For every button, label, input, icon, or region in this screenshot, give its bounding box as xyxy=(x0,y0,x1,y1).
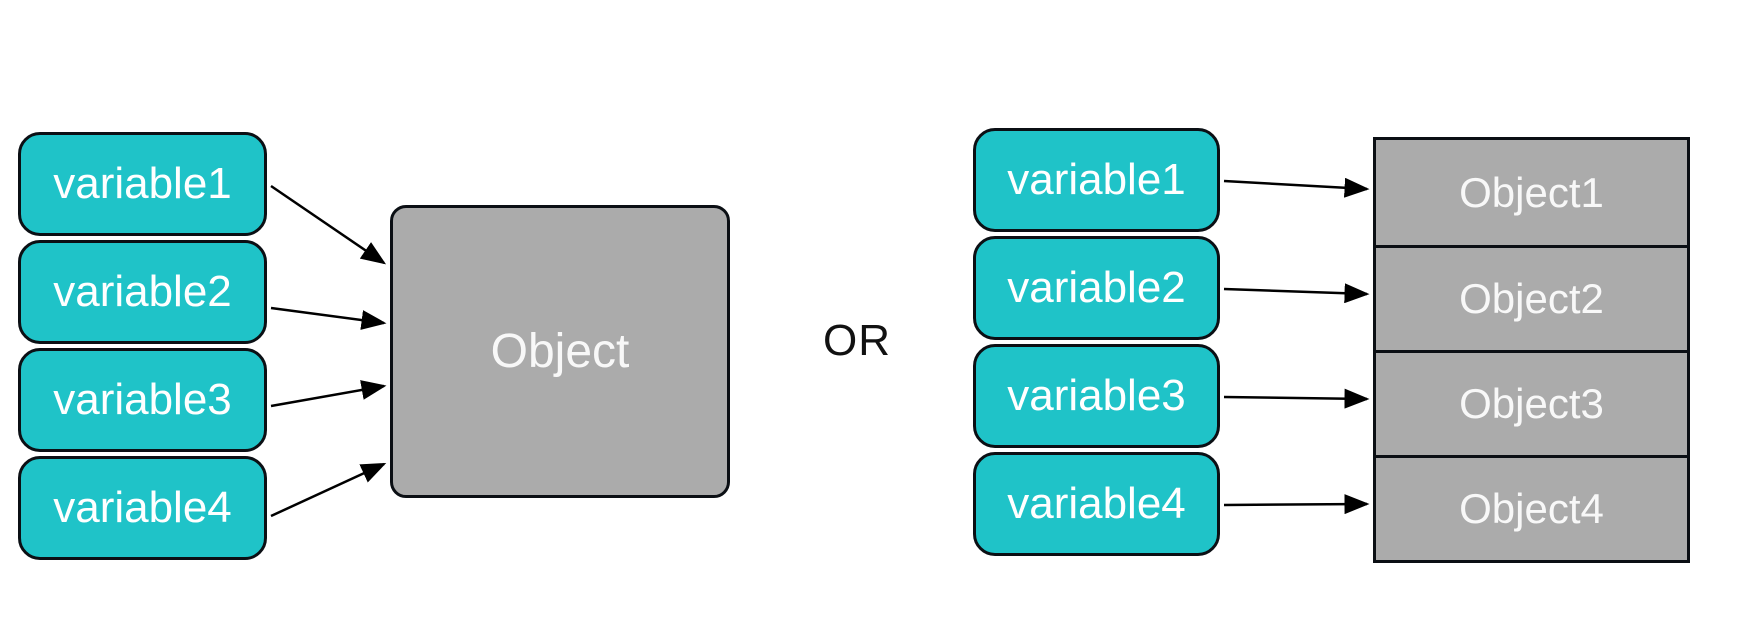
left-object-label: Object xyxy=(490,325,630,378)
arrow-right-variable1-to-object1 xyxy=(1223,177,1370,198)
right-variable2-label: variable2 xyxy=(1007,263,1186,312)
right-object1-box: Object1 xyxy=(1376,140,1687,245)
arrow-left-variable4-to-object xyxy=(270,462,387,518)
right-variable4-box: variable4 xyxy=(973,452,1220,556)
left-variable2-label: variable2 xyxy=(53,267,232,316)
arrow-right-variable4-to-object4 xyxy=(1223,494,1370,515)
left-variable1-box: variable1 xyxy=(18,132,267,236)
arrow-right-variable2-to-object2 xyxy=(1223,283,1370,304)
right-object-stack: Object1 Object2 Object3 Object4 xyxy=(1373,137,1690,563)
right-object2-label: Object2 xyxy=(1459,275,1604,322)
right-variable1-label: variable1 xyxy=(1007,155,1186,204)
arrow-left-variable2-to-object xyxy=(270,306,387,330)
right-object4-box: Object4 xyxy=(1376,455,1687,560)
right-object1-label: Object1 xyxy=(1459,168,1604,216)
right-object2-box: Object2 xyxy=(1376,245,1687,350)
right-variable3-label: variable3 xyxy=(1007,371,1186,420)
left-variable1-label: variable1 xyxy=(53,159,232,208)
left-variable3-label: variable3 xyxy=(53,375,232,424)
right-variable3-box: variable3 xyxy=(973,344,1220,448)
arrow-left-variable1-to-object xyxy=(270,184,387,265)
right-object4-label: Object4 xyxy=(1459,485,1604,532)
left-variable4-box: variable4 xyxy=(18,456,267,560)
right-variable1-box: variable1 xyxy=(973,128,1220,232)
left-variable3-box: variable3 xyxy=(18,348,267,452)
arrow-right-variable3-to-object3 xyxy=(1223,388,1370,409)
right-object3-label: Object3 xyxy=(1459,380,1604,427)
left-variable4-label: variable4 xyxy=(53,483,232,532)
arrow-left-variable3-to-object xyxy=(270,380,387,408)
right-object3-box: Object3 xyxy=(1376,350,1687,455)
right-variable2-box: variable2 xyxy=(973,236,1220,340)
left-variable2-box: variable2 xyxy=(18,240,267,344)
or-label: OR xyxy=(823,316,891,365)
left-object-box: Object xyxy=(390,205,730,498)
right-variable4-label: variable4 xyxy=(1007,479,1186,528)
